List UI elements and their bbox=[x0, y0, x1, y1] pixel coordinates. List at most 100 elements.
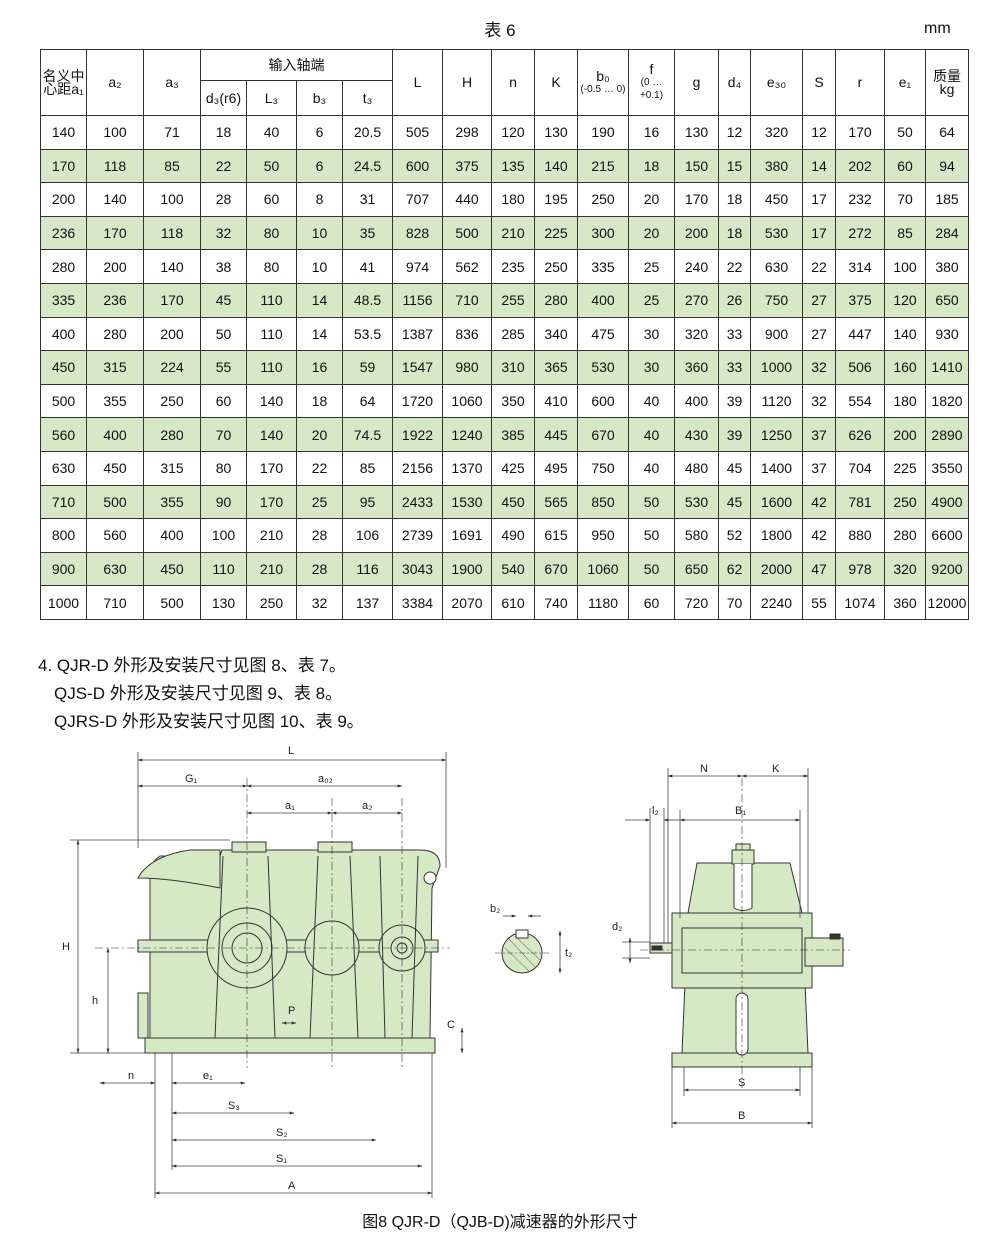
table-cell: 650 bbox=[925, 282, 969, 318]
table-cell: 40 bbox=[628, 383, 675, 419]
table-cell: 170 bbox=[246, 450, 297, 486]
header-e1: e₁ bbox=[884, 49, 926, 116]
table-cell: 236 bbox=[86, 282, 144, 318]
table-cell: 18 bbox=[200, 115, 247, 150]
dim-label-B1: B₁ bbox=[735, 805, 746, 817]
table-cell: 450 bbox=[86, 450, 144, 486]
table-cell: 60 bbox=[884, 148, 926, 184]
header-a3: a₃ bbox=[143, 49, 201, 116]
table-cell: 118 bbox=[86, 148, 144, 184]
table-cell: 280 bbox=[143, 417, 201, 452]
table-cell: 375 bbox=[442, 148, 492, 184]
table-cell: 100 bbox=[143, 182, 201, 217]
header-K: K bbox=[534, 49, 578, 116]
table-cell: 140 bbox=[884, 316, 926, 352]
dim-label-a02: a₀₂ bbox=[318, 773, 333, 785]
table-cell: 720 bbox=[674, 585, 719, 620]
dim-label-P: P bbox=[288, 1005, 295, 1017]
dim-label-n: n bbox=[128, 1070, 134, 1082]
table-cell: 140 bbox=[143, 249, 201, 284]
table-cell: 490 bbox=[491, 518, 535, 553]
table-cell: 20 bbox=[628, 215, 675, 251]
table-cell: 1800 bbox=[750, 518, 803, 553]
table-cell: 630 bbox=[750, 249, 803, 284]
table-cell: 284 bbox=[925, 215, 969, 251]
table-cell: 1120 bbox=[750, 383, 803, 419]
table-cell: 1240 bbox=[442, 417, 492, 452]
table-cell: 447 bbox=[835, 316, 885, 352]
header-n: n bbox=[491, 49, 535, 116]
table-cell: 250 bbox=[143, 383, 201, 419]
header-H: H bbox=[442, 49, 492, 116]
table-cell: 710 bbox=[40, 484, 87, 520]
table-cell: 224 bbox=[143, 350, 201, 385]
dim-label-a2: a₂ bbox=[362, 800, 372, 812]
table-cell: 1000 bbox=[750, 350, 803, 385]
table-cell: 1387 bbox=[392, 316, 443, 352]
side-view bbox=[640, 778, 850, 1088]
table-cell: 60 bbox=[246, 182, 297, 217]
table-cell: 2433 bbox=[392, 484, 443, 520]
table-cell: 110 bbox=[246, 350, 297, 385]
table-cell: 170 bbox=[835, 115, 885, 150]
table-cell: 240 bbox=[674, 249, 719, 284]
table-cell: 1250 bbox=[750, 417, 803, 452]
table-cell: 42 bbox=[802, 518, 836, 553]
table-cell: 37 bbox=[802, 450, 836, 486]
table-cell: 425 bbox=[491, 450, 535, 486]
table-cell: 10 bbox=[296, 249, 343, 284]
table-cell: 110 bbox=[246, 282, 297, 318]
header-L3: L₃ bbox=[246, 80, 297, 116]
table-cell: 28 bbox=[296, 551, 343, 587]
table-cell: 314 bbox=[835, 249, 885, 284]
table-cell: 200 bbox=[674, 215, 719, 251]
table-cell: 130 bbox=[674, 115, 719, 150]
table-cell: 27 bbox=[802, 282, 836, 318]
table-cell: 500 bbox=[143, 585, 201, 620]
dim-label-a1: a₁ bbox=[285, 800, 295, 812]
table-cell: 14 bbox=[296, 316, 343, 352]
table-cell: 280 bbox=[534, 282, 578, 318]
table-cell: 255 bbox=[491, 282, 535, 318]
table-cell: 50 bbox=[628, 484, 675, 520]
table-cell: 25 bbox=[296, 484, 343, 520]
table-cell: 50 bbox=[246, 148, 297, 184]
table-cell: 80 bbox=[200, 450, 247, 486]
table-cell: 781 bbox=[835, 484, 885, 520]
table-cell: 3550 bbox=[925, 450, 969, 486]
dim-label-S3: S₃ bbox=[228, 1100, 240, 1112]
header-S: S bbox=[802, 49, 836, 116]
table-cell: 750 bbox=[577, 450, 629, 486]
table-cell: 85 bbox=[143, 148, 201, 184]
table-cell: 47 bbox=[802, 551, 836, 587]
dim-label-G1: G₁ bbox=[185, 773, 198, 785]
table-cell: 430 bbox=[674, 417, 719, 452]
table-cell: 64 bbox=[342, 383, 393, 419]
header-t3: t₃ bbox=[342, 80, 393, 116]
table-cell: 355 bbox=[86, 383, 144, 419]
table-cell: 320 bbox=[674, 316, 719, 352]
table-cell: 2240 bbox=[750, 585, 803, 620]
table-cell: 315 bbox=[143, 450, 201, 486]
table-cell: 140 bbox=[40, 115, 87, 150]
table-cell: 85 bbox=[884, 215, 926, 251]
table-cell: 530 bbox=[674, 484, 719, 520]
dim-label-K: K bbox=[772, 763, 780, 775]
table-cell: 38 bbox=[200, 249, 247, 284]
table-cell: 170 bbox=[86, 215, 144, 251]
table-cell: 31 bbox=[342, 182, 393, 217]
table-cell: 450 bbox=[750, 182, 803, 217]
dim-label-S2: S₂ bbox=[276, 1127, 288, 1139]
table-cell: 225 bbox=[534, 215, 578, 251]
header-f: f(0 … +0.1) bbox=[628, 49, 675, 116]
table-cell: 200 bbox=[884, 417, 926, 452]
table-cell: 202 bbox=[835, 148, 885, 184]
table-cell: 710 bbox=[442, 282, 492, 318]
table-cell: 350 bbox=[491, 383, 535, 419]
table-cell: 70 bbox=[884, 182, 926, 217]
table-cell: 500 bbox=[442, 215, 492, 251]
